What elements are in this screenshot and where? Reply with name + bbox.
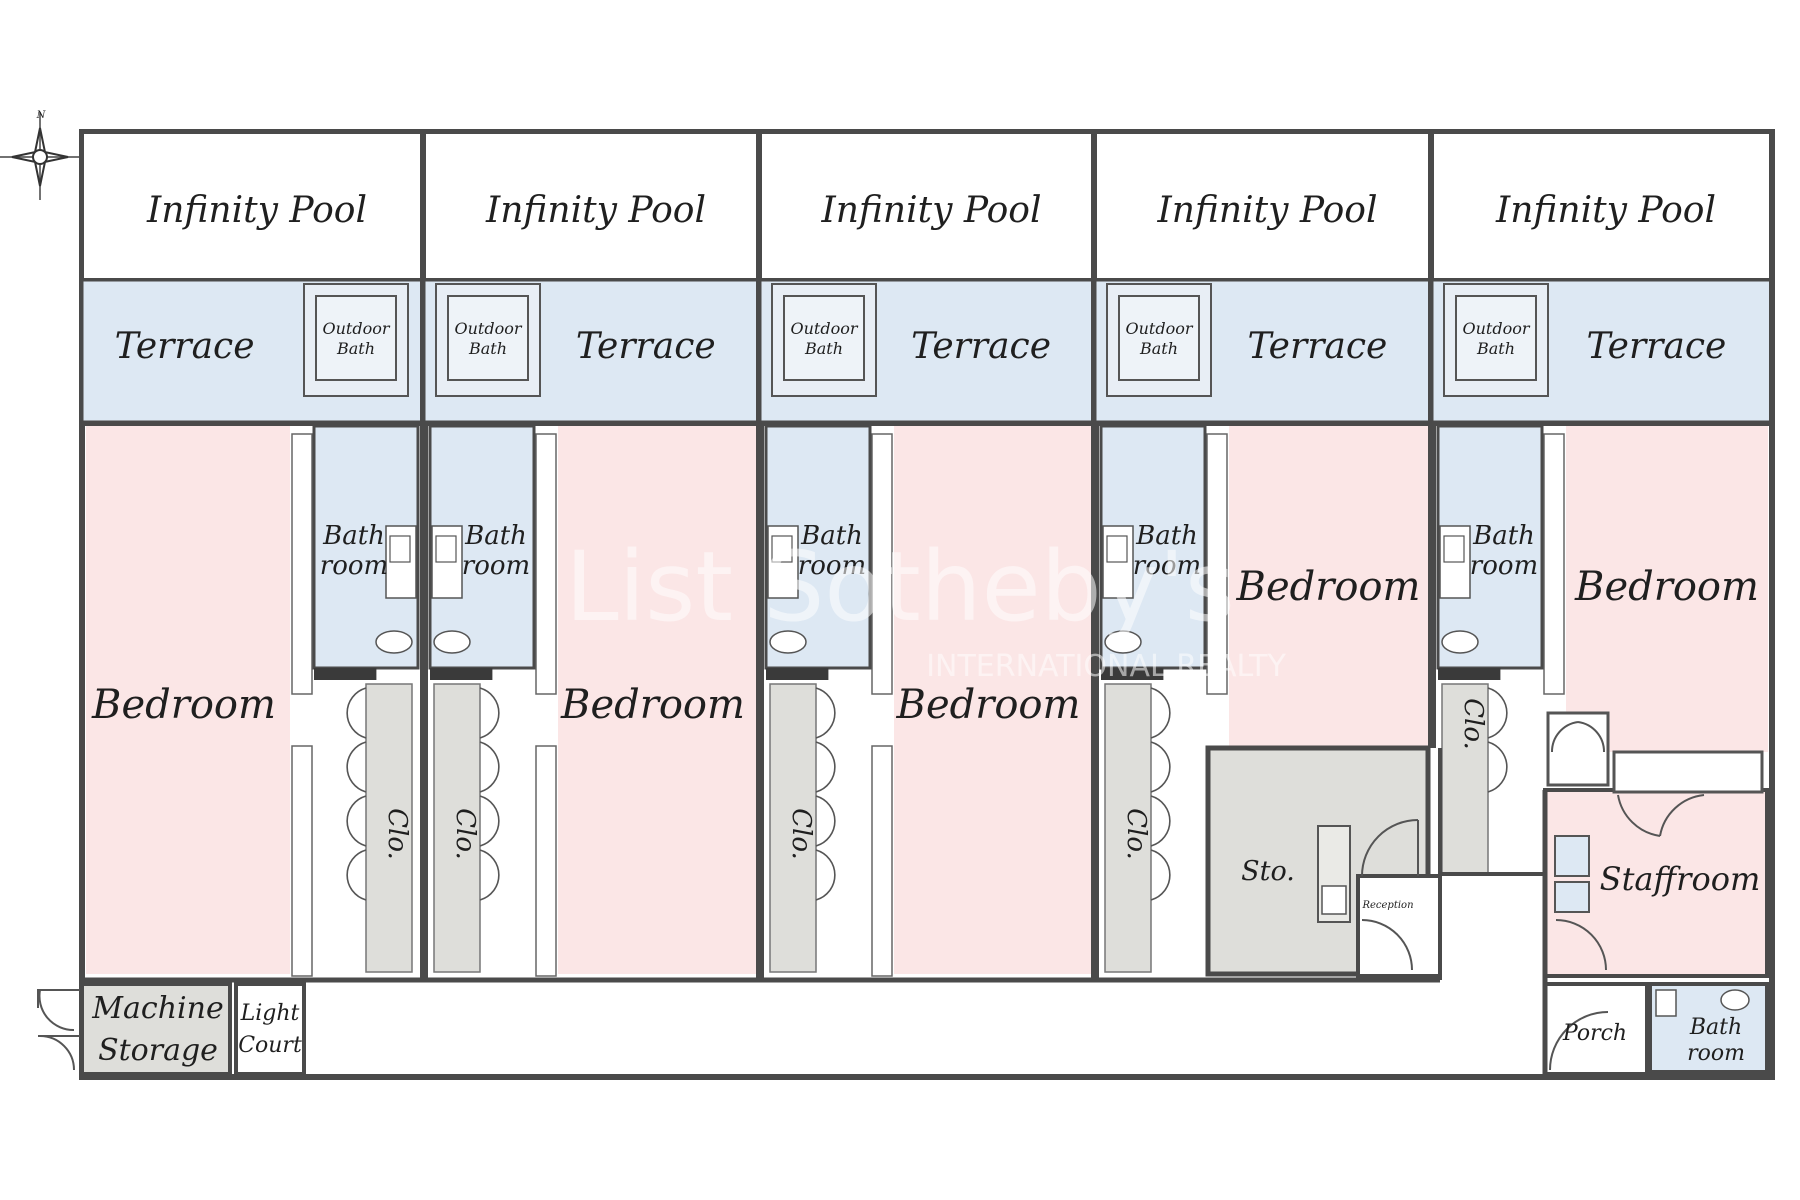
watermark: List Sotheby's INTERNATIONAL REALTY [565, 531, 1286, 684]
outdoor-bath-label-2: Bath [468, 339, 507, 358]
bathroom-label-1: Bath [464, 521, 527, 551]
storage-label: Sto. [1241, 856, 1295, 887]
infinity-pool [422, 130, 762, 282]
infinity-pool [1430, 130, 1774, 282]
bathroom-label-2: room [462, 551, 530, 581]
outdoor-bath-label-1: Outdoor [322, 319, 390, 338]
bedroom [1229, 426, 1428, 752]
bedroom [558, 426, 756, 974]
staffroom-label: Staffroom [1600, 860, 1761, 898]
bedroom [86, 426, 290, 974]
watermark-line-1: List Sotheby's [565, 531, 1235, 643]
closet-label: Clo. [450, 808, 480, 860]
bathroom-label-1: Bath [1135, 521, 1198, 551]
pool-label: Infinity Pool [485, 190, 706, 231]
closet [769, 683, 817, 973]
watermark-line-2: INTERNATIONAL REALTY [926, 649, 1286, 684]
terrace-label: Terrace [1586, 326, 1726, 367]
storage-room: Sto. [1205, 745, 1431, 977]
light-court: Light Court [234, 982, 306, 1076]
terrace-label: Terrace [1247, 326, 1387, 367]
terrace-label: Terrace [115, 326, 255, 367]
outdoor-bath-label-1: Outdoor [1125, 319, 1193, 338]
bathroom-label-2: room [1133, 551, 1201, 581]
bedroom-label: Bedroom [1236, 564, 1421, 610]
villa-unit: Infinity PoolOutdoorBathTerraceBedroomBa… [80, 130, 428, 978]
bathroom-label-2: room [320, 551, 388, 581]
bedroom-label: Bedroom [896, 682, 1081, 728]
outdoor-bath-label-1: Outdoor [454, 319, 522, 338]
closet-label: Clo. [1121, 808, 1151, 860]
staff-bathroom: Bath room [1648, 982, 1769, 1074]
porch: Porch [1543, 982, 1649, 1076]
outdoor-bath-label-1: Outdoor [1462, 319, 1530, 338]
porch-label: Porch [1562, 1021, 1627, 1046]
terrace-label: Terrace [911, 326, 1051, 367]
closet-label: Clo. [382, 808, 412, 860]
bedroom-label: Bedroom [1574, 564, 1759, 610]
staff-bathroom-label-1: Bath [1689, 1015, 1742, 1040]
outdoor-bath-label-1: Outdoor [790, 319, 858, 338]
compass-north-label: N [36, 110, 47, 121]
pool-label: Infinity Pool [1157, 190, 1378, 231]
staffroom: Staffroom [1543, 711, 1769, 978]
light-court-label-2: Court [238, 1033, 302, 1058]
bedroom [894, 426, 1091, 974]
outdoor-bath-label-2: Bath [804, 339, 843, 358]
compass-icon: N [0, 110, 80, 200]
corridor [306, 980, 1538, 1074]
machine-storage-label-2: Storage [98, 1033, 218, 1068]
reception-label: Reception [1361, 900, 1413, 911]
closet-label: Clo. [786, 808, 816, 860]
infinity-pool [80, 130, 426, 282]
staff-bathroom-label-2: room [1687, 1041, 1745, 1066]
bedroom-label: Bedroom [91, 682, 276, 728]
machine-storage: Machine Storage [37, 982, 232, 1076]
pool-label: Infinity Pool [146, 190, 367, 231]
closet [433, 683, 481, 973]
bathroom-label-2: room [798, 551, 866, 581]
closet [1104, 683, 1152, 973]
machine-storage-label-1: Machine [91, 991, 223, 1026]
closet [365, 683, 413, 973]
pool-label: Infinity Pool [1495, 190, 1716, 231]
outdoor-bath-label-2: Bath [1139, 339, 1178, 358]
light-court-label-1: Light [240, 1001, 300, 1026]
bathroom-label-1: Bath [322, 521, 385, 551]
closet-label: Clo. [1458, 698, 1488, 750]
villa-units: Infinity PoolOutdoorBathTerraceBedroomBa… [80, 130, 1775, 1074]
bathroom-label-2: room [1470, 551, 1538, 581]
pool-label: Infinity Pool [821, 190, 1042, 231]
bedroom [1566, 426, 1768, 752]
outdoor-bath-label-2: Bath [1476, 339, 1515, 358]
terrace-label: Terrace [576, 326, 716, 367]
bathroom-label-1: Bath [800, 521, 863, 551]
bathroom-label-1: Bath [1472, 521, 1535, 551]
outdoor-bath-label-2: Bath [336, 339, 375, 358]
bedroom-label: Bedroom [560, 682, 745, 728]
reception: Reception [1356, 819, 1442, 978]
